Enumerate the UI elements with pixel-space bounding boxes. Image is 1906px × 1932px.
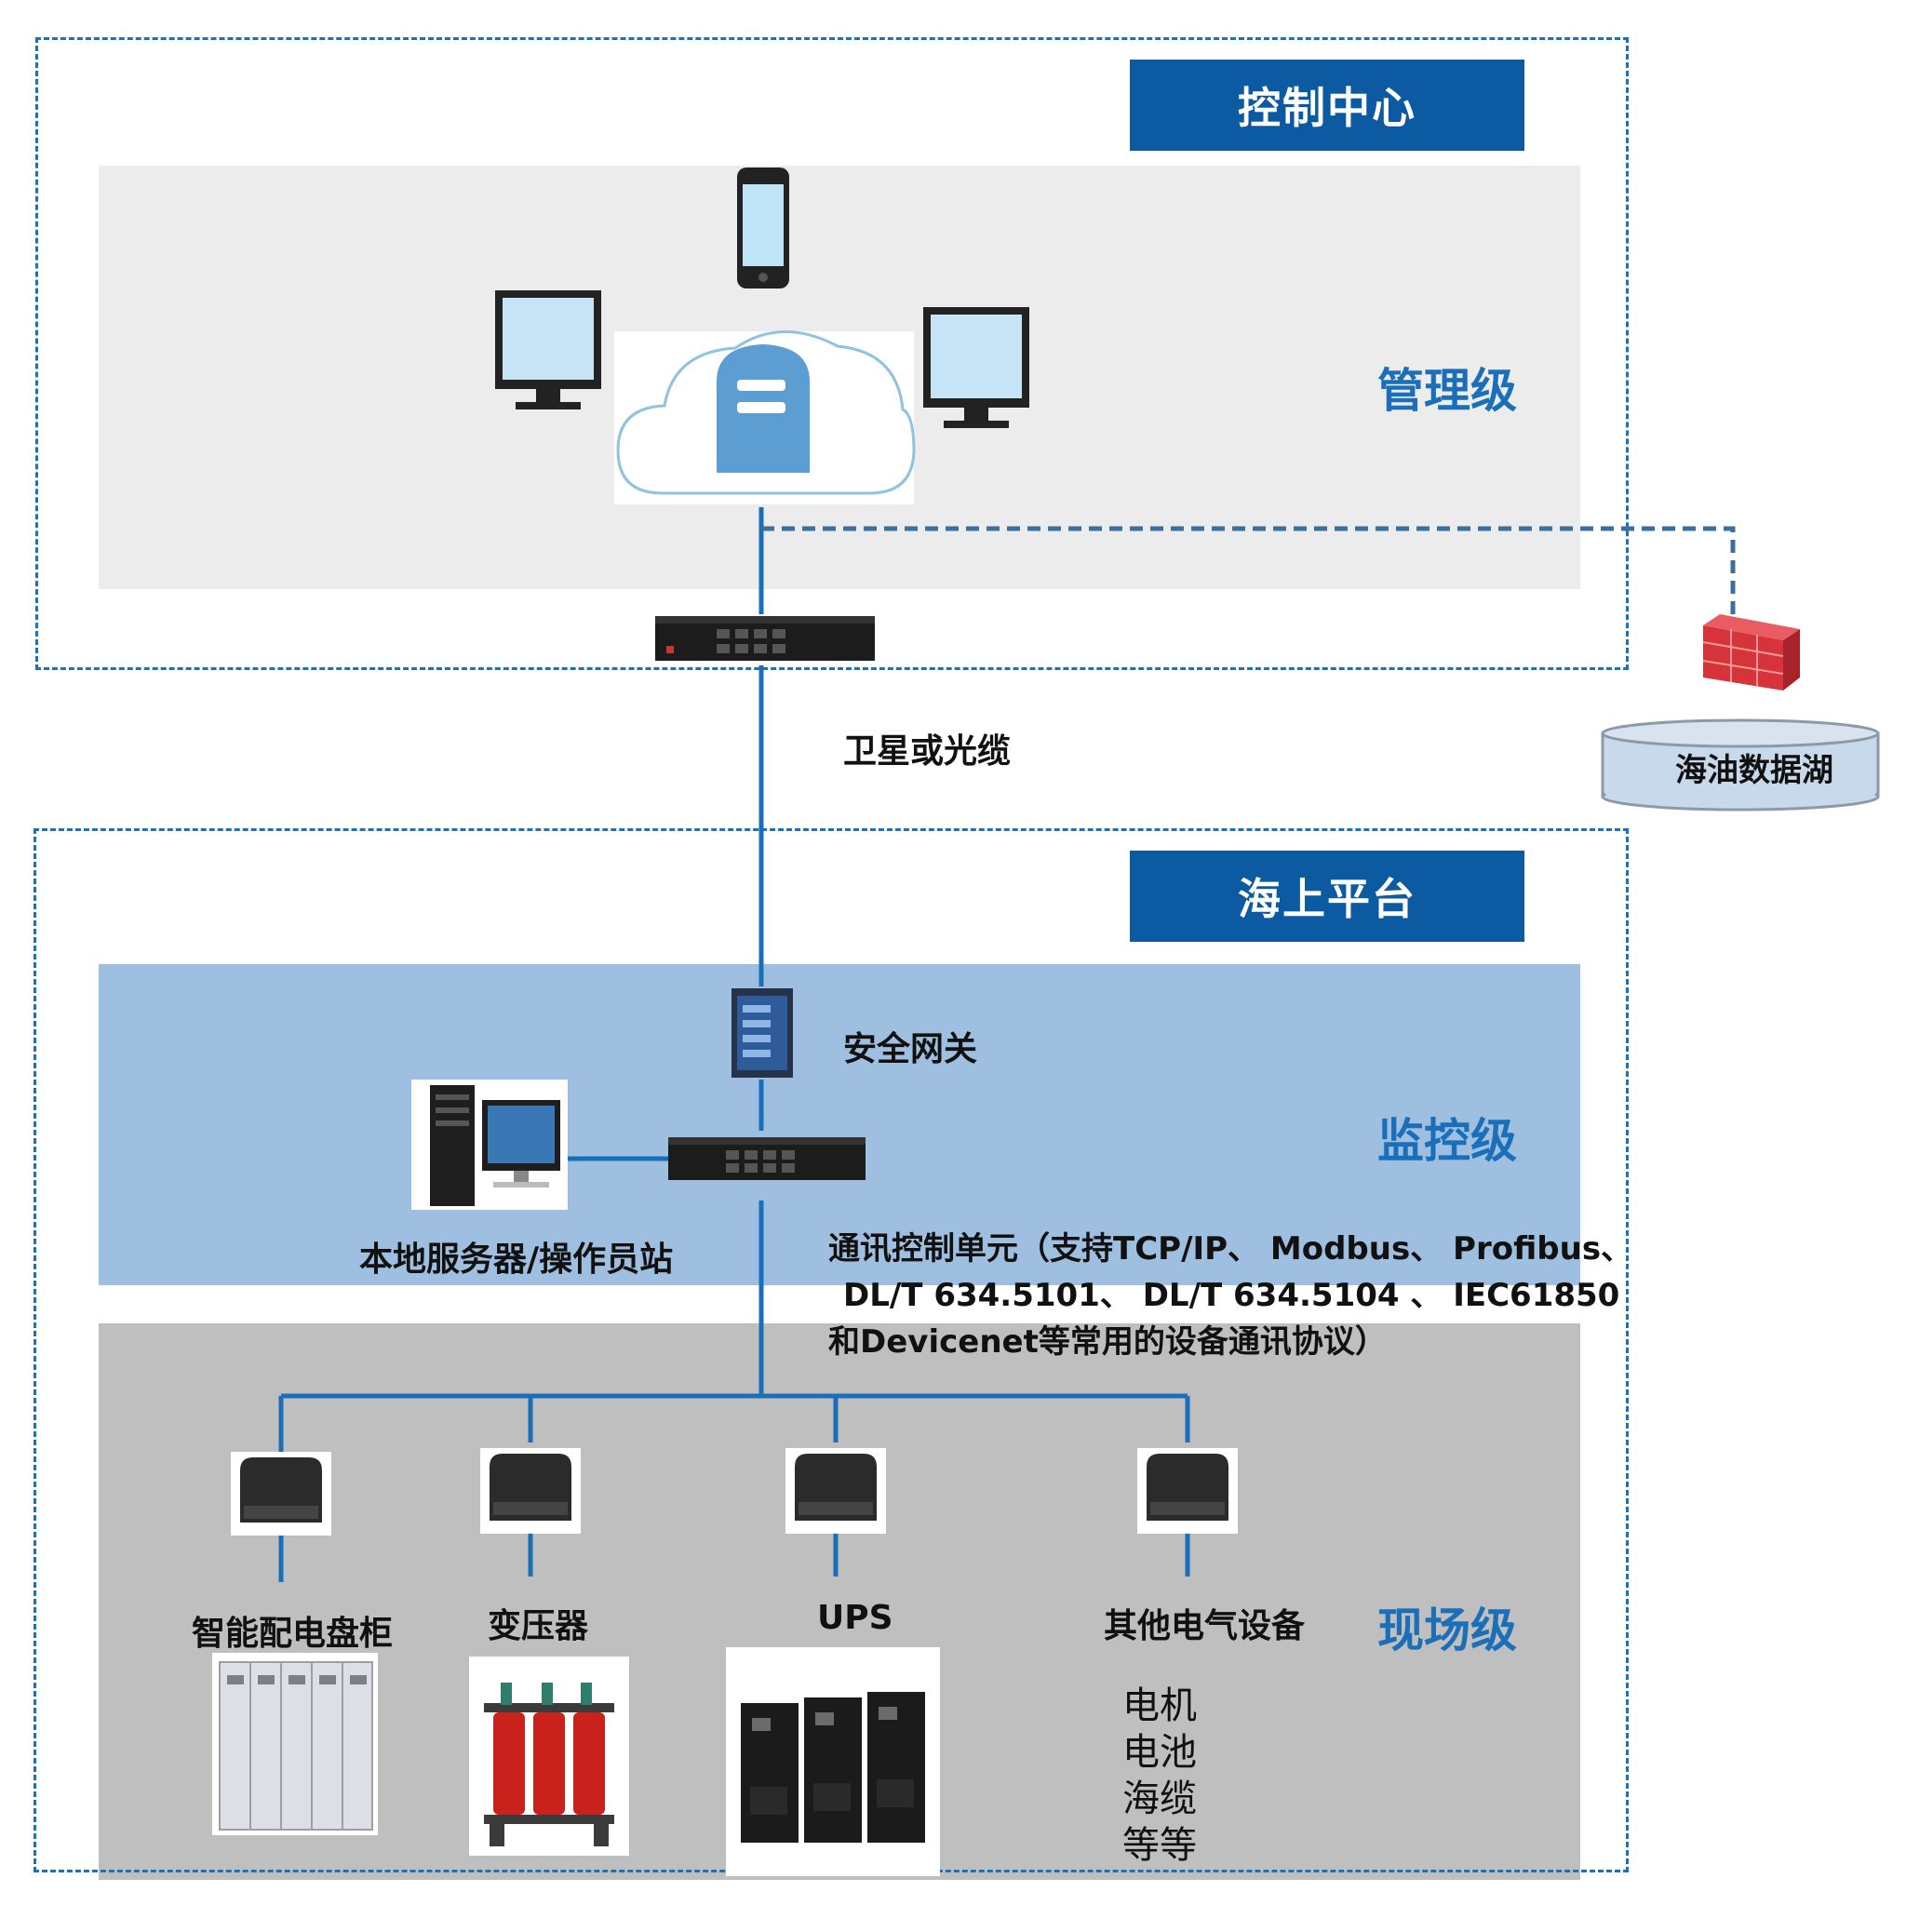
field-gateway-1-icon bbox=[231, 1452, 331, 1536]
device-label-switchgear: 智能配电盘柜 bbox=[192, 1615, 394, 1653]
switchgear-cabinet-image bbox=[212, 1653, 378, 1835]
management-level-label: 管理级 bbox=[1377, 364, 1517, 418]
ups-cabinets-image bbox=[726, 1647, 940, 1876]
other-item-cable: 海缆 bbox=[1122, 1778, 1197, 1820]
monitoring-level-label: 监控级 bbox=[1377, 1114, 1517, 1168]
security-gateway-icon bbox=[732, 988, 793, 1078]
cloud-server-icon bbox=[614, 330, 916, 504]
security-gateway-label: 安全网关 bbox=[843, 1030, 978, 1068]
network-lines bbox=[278, 507, 1190, 1582]
field-gateway-4-icon bbox=[1137, 1448, 1238, 1534]
data-lake-link bbox=[761, 526, 1736, 614]
field-level-label: 现场级 bbox=[1377, 1603, 1517, 1657]
monitor-right-icon bbox=[923, 307, 1029, 428]
phone-icon bbox=[737, 168, 789, 288]
data-lake-icon bbox=[1601, 718, 1880, 812]
other-item-etc: 等等 bbox=[1122, 1824, 1197, 1867]
comm-unit-line-1: 通讯控制单元（支持TCP/IP、 Modbus、 Profibus、 bbox=[828, 1230, 1633, 1268]
transformer-image bbox=[469, 1657, 629, 1856]
offshore-platform-title: 海上平台 bbox=[1130, 851, 1524, 942]
firewall-icon bbox=[1702, 614, 1800, 691]
control-center-title: 控制中心 bbox=[1130, 60, 1524, 151]
comm-unit-line-2: DL/T 634.5101、 DL/T 634.5104 、 IEC61850 bbox=[843, 1277, 1620, 1314]
monitoring-band bbox=[99, 964, 1580, 1285]
core-switch-icon bbox=[655, 616, 875, 661]
device-label-other: 其他电气设备 bbox=[1104, 1607, 1306, 1645]
monitor-left-icon bbox=[495, 290, 601, 409]
local-server-workstation-icon bbox=[411, 1080, 568, 1210]
comm-unit-line-3: 和Devicenet等常用的设备通讯协议） bbox=[828, 1323, 1387, 1361]
link-label: 卫星或光缆 bbox=[843, 732, 1012, 771]
field-gateway-3-icon bbox=[785, 1448, 886, 1534]
data-lake-label: 海油数据湖 bbox=[1675, 752, 1833, 789]
other-item-battery: 电池 bbox=[1122, 1731, 1197, 1774]
local-server-label: 本地服务器/操作员站 bbox=[359, 1241, 674, 1279]
field-gateway-2-icon bbox=[480, 1448, 581, 1534]
control-center-region bbox=[35, 37, 1629, 670]
device-label-transformer: 变压器 bbox=[488, 1607, 589, 1645]
other-item-motor: 电机 bbox=[1122, 1684, 1197, 1727]
device-label-ups: UPS bbox=[817, 1599, 893, 1637]
comm-control-unit-icon bbox=[668, 1137, 866, 1180]
